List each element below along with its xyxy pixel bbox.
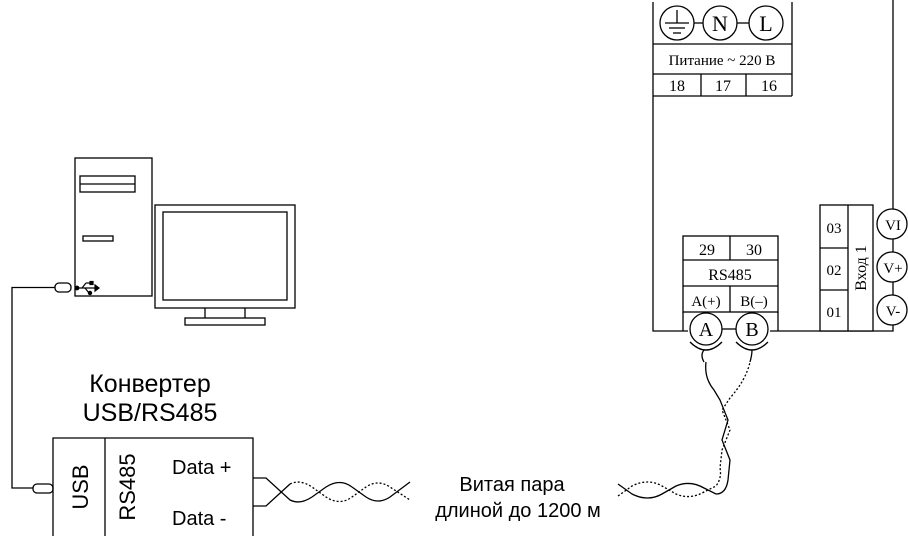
converter-box bbox=[52, 437, 254, 536]
input-terminal-block bbox=[819, 204, 908, 332]
twisted-pair-left bbox=[253, 477, 411, 507]
power-label: Питание ~ 220 В bbox=[669, 53, 776, 69]
rs485-circle-a: A bbox=[699, 319, 714, 341]
terminal-01: 01 bbox=[827, 305, 842, 321]
terminal-03: 03 bbox=[827, 221, 842, 237]
desktop-computer-icon bbox=[74, 157, 296, 326]
converter-title-line2: USB/RS485 bbox=[83, 399, 218, 427]
converter-rs485-label: RS485 bbox=[115, 453, 140, 520]
terminal-29: 29 bbox=[699, 242, 715, 259]
usb-symbol-icon bbox=[74, 280, 100, 296]
device-body bbox=[652, 0, 894, 332]
terminal-16: 16 bbox=[761, 78, 777, 95]
device-rs485-label: RS485 bbox=[708, 267, 752, 284]
rs485-circle-b: B bbox=[745, 319, 758, 341]
rs485-b-label: B(–) bbox=[740, 294, 768, 310]
terminal-17: 17 bbox=[715, 78, 731, 95]
ground-icon bbox=[665, 10, 689, 34]
rs485-terminal-block bbox=[682, 235, 779, 351]
terminal-02: 02 bbox=[827, 263, 842, 279]
cable-label-line2: длиной до 1200 м bbox=[435, 500, 601, 522]
input-circle-vminus: V- bbox=[886, 304, 900, 320]
input-circle-vi: VI bbox=[885, 218, 901, 234]
power-symbol-l: L bbox=[759, 11, 772, 36]
input-circle-vplus: V+ bbox=[883, 261, 902, 277]
twisted-pair-right bbox=[617, 349, 753, 499]
converter-data-minus: Data - bbox=[172, 508, 226, 530]
terminal-30: 30 bbox=[746, 242, 762, 259]
converter-title-line1: Конвертер bbox=[89, 370, 211, 398]
terminal-18: 18 bbox=[669, 78, 685, 95]
power-terminal-block bbox=[653, 2, 793, 97]
rs485-a-label: A(+) bbox=[691, 294, 720, 310]
power-symbol-n: N bbox=[712, 11, 728, 36]
converter-data-plus: Data + bbox=[172, 457, 231, 479]
input-label: Вход 1 bbox=[853, 245, 870, 291]
converter-usb-label: USB bbox=[68, 464, 93, 509]
usb-cable bbox=[11, 282, 72, 494]
cable-label-line1: Витая пара bbox=[459, 474, 565, 496]
